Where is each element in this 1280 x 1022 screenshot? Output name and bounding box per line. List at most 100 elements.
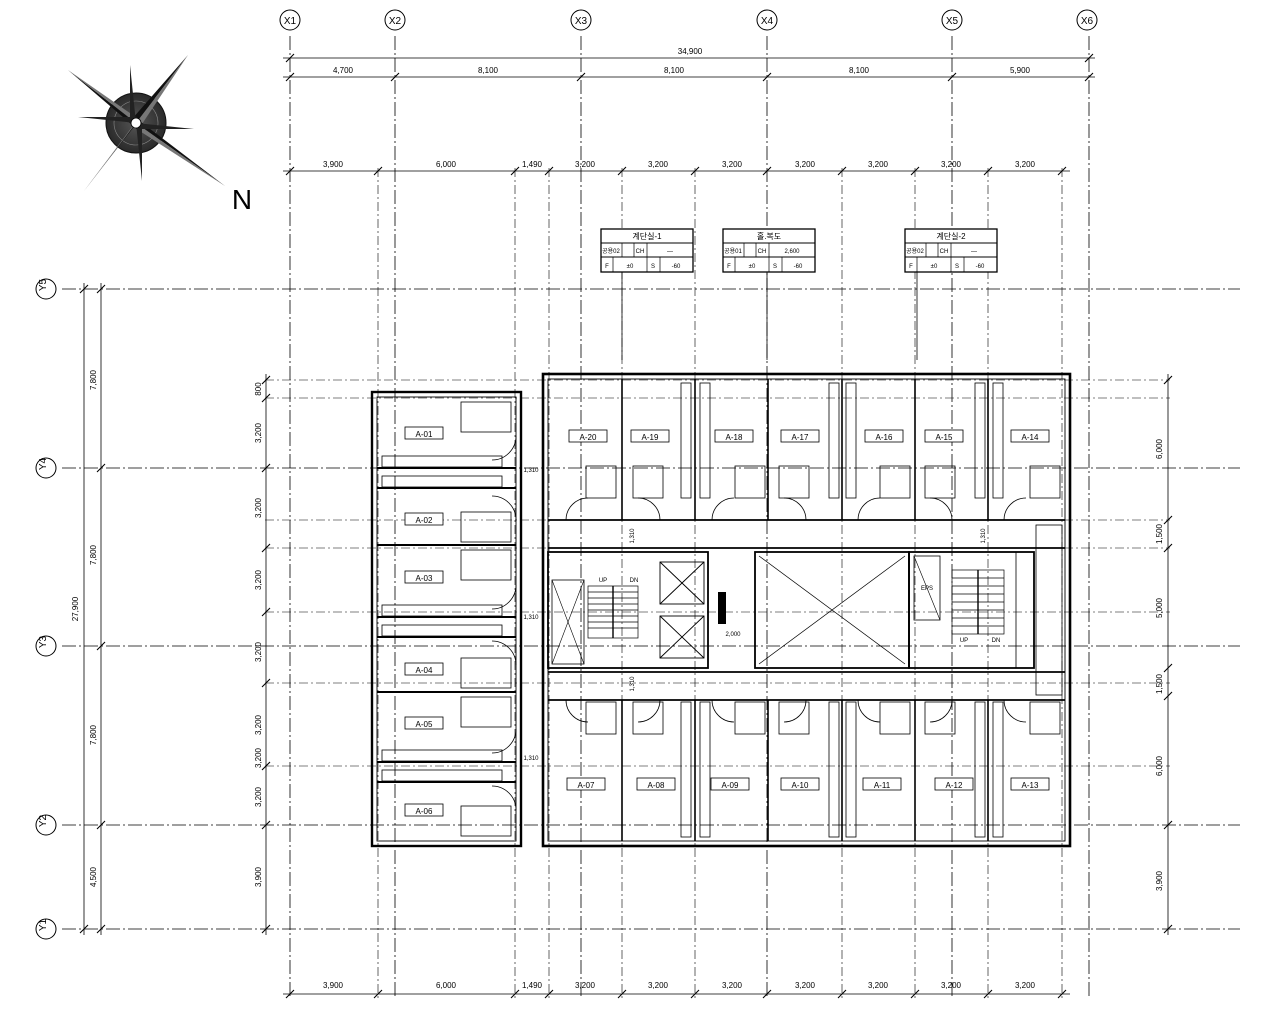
svg-text:±0: ±0: [931, 264, 938, 270]
svg-text:X4: X4: [761, 16, 774, 27]
svg-text:3,200: 3,200: [722, 981, 743, 990]
svg-text:Y4: Y4: [38, 457, 49, 470]
svg-text:3,900: 3,900: [254, 866, 263, 887]
room-label: A-13: [1022, 781, 1039, 790]
svg-text:3,200: 3,200: [254, 747, 263, 768]
grid-bubble-x4: X4: [756, 9, 778, 31]
svg-text:CH: CH: [940, 249, 949, 255]
room-labels: A-01 A-02 A-03 A-04 A-05 A-06 A-20 A-19 …: [404, 426, 1050, 817]
svg-text:4,700: 4,700: [333, 66, 354, 75]
dim-left-overall: 27,900: [71, 596, 80, 621]
north-label: N: [232, 184, 252, 215]
svg-text:-60: -60: [976, 264, 985, 270]
room-label: A-01: [416, 430, 433, 439]
svg-text:1,310: 1,310: [523, 756, 539, 762]
svg-text:3,900: 3,900: [323, 160, 344, 169]
svg-text:3,200: 3,200: [648, 160, 669, 169]
svg-text:X5: X5: [946, 16, 959, 27]
room-label: A-10: [792, 781, 809, 790]
svg-text:3,900: 3,900: [323, 981, 344, 990]
dimension-texts-bottom: 3,900 6,000 1,490 3,200 3,200 3,200 3,20…: [323, 981, 1036, 990]
grid-bubble-y2: Y2: [35, 814, 57, 836]
svg-text:공용01: 공용01: [724, 248, 742, 255]
svg-text:3,200: 3,200: [254, 497, 263, 518]
shaft-marker: [718, 592, 726, 624]
svg-text:3,200: 3,200: [254, 786, 263, 807]
svg-text:3,200: 3,200: [795, 981, 816, 990]
svg-text:3,200: 3,200: [795, 160, 816, 169]
svg-text:7,800: 7,800: [89, 724, 98, 745]
void-icon: [758, 555, 906, 665]
svg-text:1,310: 1,310: [630, 528, 636, 544]
svg-text:DN: DN: [630, 578, 639, 584]
svg-text:3,200: 3,200: [941, 981, 962, 990]
svg-text:F: F: [605, 264, 609, 270]
elevator-1-icon: [659, 561, 705, 659]
svg-text:1,310: 1,310: [523, 615, 539, 621]
room-label: A-03: [416, 574, 433, 583]
svg-text:8,100: 8,100: [664, 66, 685, 75]
svg-text:3,200: 3,200: [254, 714, 263, 735]
svg-text:3,200: 3,200: [868, 981, 889, 990]
svg-text:Y1: Y1: [38, 918, 49, 931]
svg-text:6,000: 6,000: [436, 981, 457, 990]
dimension-texts-top: 34,900 4,700 8,100 8,100 8,100 5,900 3,9…: [323, 47, 1036, 169]
svg-text:2,000: 2,000: [725, 632, 741, 638]
grid-bubble-x2: X2: [384, 9, 406, 31]
dim-top-overall: 34,900: [678, 47, 703, 56]
dimension-texts-interior: 1,310 1,310 1,310 1,310 1,310 1,310 2,00…: [523, 468, 987, 762]
svg-text:—: —: [971, 249, 977, 255]
svg-text:X1: X1: [284, 16, 297, 27]
svg-text:UP: UP: [599, 578, 607, 584]
grid-bubble-x5: X5: [941, 9, 963, 31]
svg-text:8,100: 8,100: [849, 66, 870, 75]
room-label: A-20: [580, 433, 597, 442]
svg-text:-60: -60: [794, 264, 803, 270]
svg-text:6,000: 6,000: [436, 160, 457, 169]
grid-bubble-y4: Y4: [35, 457, 57, 479]
svg-text:8,100: 8,100: [478, 66, 499, 75]
svg-text:X3: X3: [575, 16, 588, 27]
room-label: A-16: [876, 433, 893, 442]
room-label: A-17: [792, 433, 809, 442]
svg-text:2,600: 2,600: [784, 249, 800, 255]
grid-bubbles-x: X1 X2 X3 X4 X5 X6: [279, 9, 1098, 31]
svg-text:3,200: 3,200: [1015, 981, 1036, 990]
svg-text:7,800: 7,800: [89, 369, 98, 390]
svg-text:-60: -60: [672, 264, 681, 270]
room-label: A-06: [416, 807, 433, 816]
svg-text:3,200: 3,200: [575, 981, 596, 990]
room-label: A-07: [578, 781, 595, 790]
grid-bubble-x3: X3: [570, 9, 592, 31]
grid-bubble-x6: X6: [1076, 9, 1098, 31]
svg-text:5,900: 5,900: [1010, 66, 1031, 75]
grid-bubble-y5: Y5: [35, 278, 57, 300]
grid-bubbles-y: Y5 Y4 Y3 Y2 Y1: [35, 278, 57, 940]
svg-text:800: 800: [254, 382, 263, 396]
svg-text:공용02: 공용02: [602, 248, 620, 255]
svg-text:6,000: 6,000: [1155, 438, 1164, 459]
room-label: A-18: [726, 433, 743, 442]
room-label: A-15: [936, 433, 953, 442]
svg-text:3,200: 3,200: [722, 160, 743, 169]
compass-rose-icon: N: [68, 55, 252, 215]
svg-text:—: —: [667, 249, 673, 255]
room-label: A-04: [416, 666, 433, 675]
stair-1-icon: [587, 585, 639, 639]
svg-text:X2: X2: [389, 16, 402, 27]
tag-table-stair-2: 계단실-2 공용02 CH — F ±0 S -60: [904, 228, 998, 273]
svg-text:3,200: 3,200: [254, 422, 263, 443]
room-label: A-02: [416, 516, 433, 525]
svg-text:1,310: 1,310: [523, 468, 539, 474]
tag-table-hall-corridor: 홀.복도 공용01 CH 2,600 F ±0 S -60: [722, 228, 816, 273]
svg-text:1,490: 1,490: [522, 160, 543, 169]
svg-text:CH: CH: [758, 249, 767, 255]
svg-text:3,200: 3,200: [868, 160, 889, 169]
svg-text:±0: ±0: [749, 264, 756, 270]
svg-text:F: F: [727, 264, 731, 270]
svg-text:홀.복도: 홀.복도: [757, 231, 781, 241]
svg-text:S: S: [651, 264, 655, 270]
svg-text:S: S: [955, 264, 959, 270]
room-label: A-05: [416, 720, 433, 729]
